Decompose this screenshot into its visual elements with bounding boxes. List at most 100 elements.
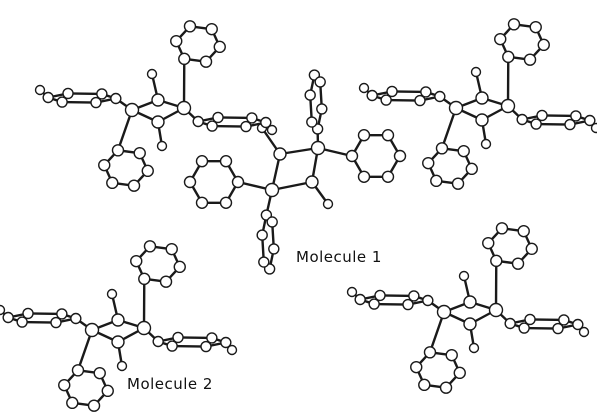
atom: [151, 93, 165, 107]
atom: [50, 316, 62, 329]
atom: [84, 322, 100, 338]
atom: [357, 129, 371, 142]
atom: [475, 91, 489, 105]
atom: [170, 34, 183, 48]
atom: [127, 179, 141, 192]
atom: [423, 346, 437, 359]
atom: [101, 384, 114, 398]
atom: [219, 196, 233, 209]
atom: [537, 38, 550, 52]
atom: [564, 118, 576, 131]
atom: [173, 260, 186, 274]
atom: [354, 293, 366, 306]
atom: [418, 378, 431, 392]
bonds: [188, 73, 402, 271]
atom: [111, 335, 125, 349]
atom: [124, 102, 140, 118]
molecule-1: [183, 69, 407, 275]
atom: [226, 344, 238, 356]
atom: [558, 314, 570, 326]
atom: [206, 332, 218, 344]
atom: [152, 335, 164, 348]
atom: [380, 94, 392, 106]
atom: [172, 331, 184, 344]
atom: [306, 116, 318, 128]
atom: [138, 272, 151, 286]
atom: [195, 155, 209, 168]
atom: [465, 162, 478, 176]
atom: [96, 88, 108, 100]
atom: [314, 76, 326, 88]
atom: [570, 110, 582, 122]
atom: [266, 124, 278, 136]
atoms: [346, 222, 590, 394]
atom: [480, 138, 492, 150]
atom: [240, 120, 252, 133]
atom: [195, 196, 209, 209]
atom: [260, 116, 272, 129]
atom: [178, 52, 191, 66]
atom: [436, 304, 452, 320]
atom: [482, 236, 495, 250]
atom: [70, 312, 82, 325]
atom: [273, 147, 287, 161]
atom: [529, 20, 542, 34]
atom: [98, 158, 111, 172]
atom: [525, 242, 538, 256]
atom: [264, 182, 280, 198]
atom: [357, 170, 371, 183]
atom: [116, 360, 128, 372]
atom: [183, 20, 197, 33]
atom: [110, 92, 122, 105]
atom: [34, 84, 46, 96]
atom: [212, 111, 224, 124]
atom: [56, 96, 68, 108]
atom: [141, 164, 154, 178]
atom: [93, 366, 106, 380]
atom: [206, 120, 218, 132]
atom: [22, 307, 34, 320]
atom: [457, 144, 470, 158]
atom: [524, 313, 536, 326]
atom: [213, 40, 226, 54]
atom: [346, 286, 358, 298]
atom: [231, 175, 245, 189]
atom: [422, 294, 434, 307]
atom: [268, 243, 280, 255]
atom: [106, 288, 118, 300]
molecule-1-label: Molecule 1: [296, 248, 382, 266]
atom: [366, 89, 378, 102]
atom: [507, 18, 521, 31]
atom: [130, 254, 143, 268]
atom: [192, 115, 204, 128]
atom: [458, 270, 470, 282]
atom: [58, 378, 71, 392]
atom: [451, 177, 465, 190]
atom: [71, 364, 85, 377]
atom: [381, 129, 395, 142]
atom: [0, 304, 6, 316]
atom: [2, 311, 14, 324]
atom: [106, 176, 119, 190]
atom: [199, 55, 213, 68]
atom: [490, 254, 503, 268]
atom: [205, 22, 218, 36]
atom: [468, 342, 480, 354]
atom: [16, 316, 28, 328]
atom: [146, 68, 158, 80]
atom: [258, 256, 270, 268]
atom: [310, 140, 326, 156]
atom: [495, 222, 509, 235]
atom: [402, 298, 414, 311]
atom: [322, 198, 334, 210]
atom: [516, 113, 528, 126]
atom: [584, 114, 596, 127]
atom: [434, 90, 446, 103]
atom: [176, 100, 192, 116]
atom: [494, 32, 507, 46]
atom: [386, 85, 398, 98]
molecule-upper-right: [358, 18, 597, 190]
atom: [111, 144, 125, 157]
